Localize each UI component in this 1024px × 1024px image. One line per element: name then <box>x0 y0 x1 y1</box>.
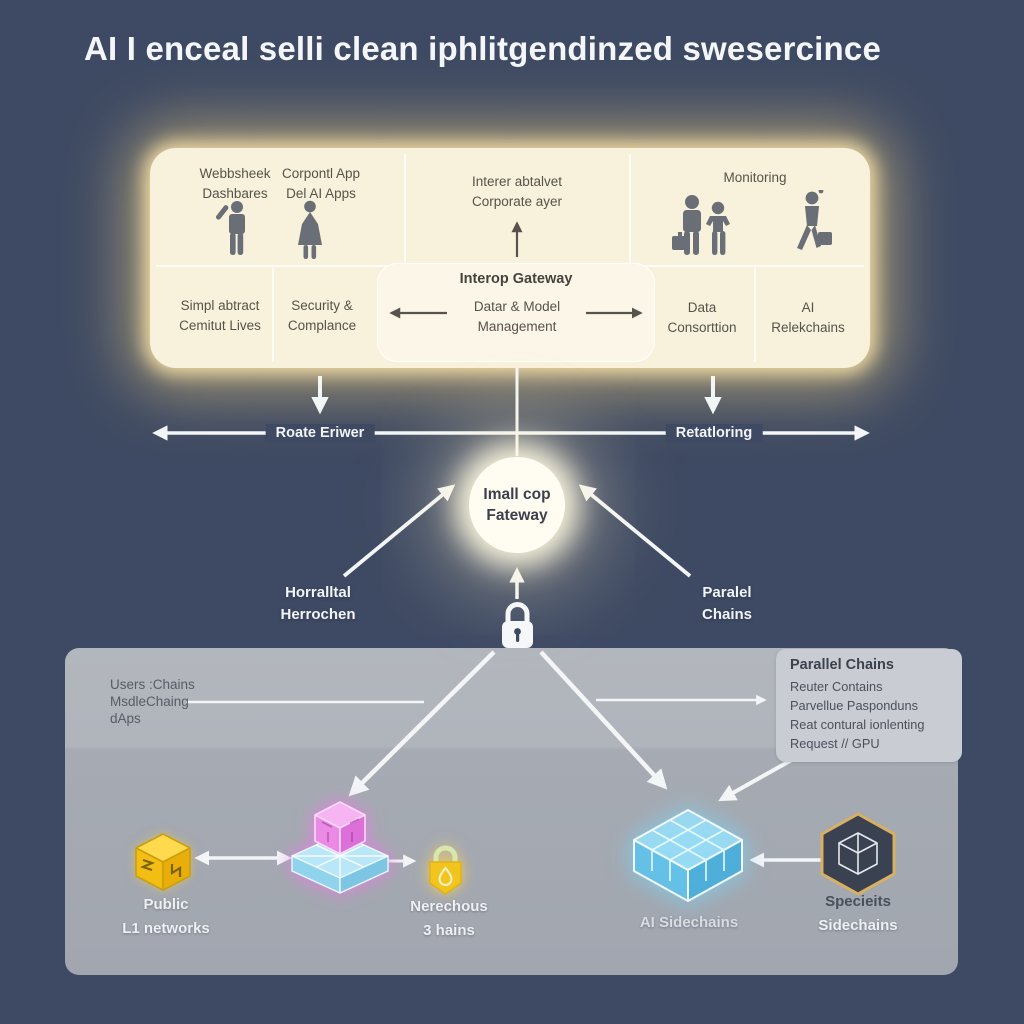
interop-gateway-box: Interop Gateway Datar & Model Management <box>377 263 655 362</box>
cell-web-dashboards: Webbsheek Dashbares <box>199 166 271 201</box>
cell-ai-chains: AI Relekchains <box>771 300 845 335</box>
connector-left-diagonal-to-circle <box>342 484 456 578</box>
info-box-item: Reuter Contains <box>790 679 883 694</box>
divider <box>629 154 631 265</box>
divider <box>404 154 406 265</box>
label-nerechous: Nerechous 3 hains <box>410 898 488 939</box>
label-specialist-sidechains: Specieits Sidechains <box>818 893 898 934</box>
bus-label-left: Roate Eriwer <box>265 424 375 442</box>
cell-enterprise-layer: Interer abtalvet Corporate ayer <box>471 174 563 209</box>
interop-gateway-title: Interop Gateway <box>459 271 573 287</box>
data-model-management-label: Datar & Model Management <box>473 299 561 334</box>
padlock-icon <box>502 602 533 648</box>
info-box-item: Parvellue Pasponduns <box>790 698 919 713</box>
divider <box>272 268 274 362</box>
person-woman-icon <box>298 200 322 259</box>
label-ai-sidechains: AI Sidechains <box>639 914 739 931</box>
list-item: Users :Chains <box>110 677 195 692</box>
cell-monitoring: Monitoring <box>723 170 787 185</box>
cell-data-consortium: Data Consorttion <box>667 300 737 335</box>
hexagon-cube-icon <box>820 812 896 896</box>
parallel-chains-info-box: Parallel Chains Reuter Contains Parvellu… <box>776 649 962 762</box>
list-item: dAps <box>110 711 141 726</box>
gateway-circle: Imall cop Fateway <box>469 457 565 553</box>
cell-security-compliance: Security & Complance <box>287 298 357 333</box>
label-public-l1: Public L1 networks <box>122 896 210 937</box>
info-box-item: Request // GPU <box>790 736 880 751</box>
people-pair-icon <box>672 195 730 255</box>
page-title: AI I enceal selli clean iphlitgendinzed … <box>84 30 881 67</box>
connector-right-diagonal-to-circle <box>578 484 692 578</box>
yellow-cube-icon <box>135 833 191 891</box>
blue-grid-cube-icon <box>633 809 743 902</box>
info-box-title: Parallel Chains <box>790 657 894 673</box>
pink-cube-stack-icon <box>291 801 389 894</box>
divider <box>754 268 756 362</box>
gateway-circle-label: Imall cop Fateway <box>483 486 551 524</box>
list-item: MsdleChaing <box>110 694 189 709</box>
info-box-item: Reat contural ionlenting <box>790 717 925 732</box>
left-diagonal-label: Horralltal Herrochen <box>280 584 356 623</box>
application-layer-panel: Webbsheek Dashbares Corpontl App Del AI … <box>150 148 870 368</box>
person-walking-icon <box>797 190 832 250</box>
left-list: Users :Chains MsdleChaing dAps <box>110 676 195 727</box>
bus-label-right: Retatloring <box>665 424 763 442</box>
right-diagonal-label: Paralel Chains <box>701 584 752 623</box>
cell-corporate-apps: Corpontl App Del AI Apps <box>281 166 361 201</box>
person-waving-icon <box>216 201 245 255</box>
gold-lock-icon <box>429 845 462 895</box>
cell-smart-contracts: Simpl abtract Cemitut Lives <box>179 298 261 333</box>
